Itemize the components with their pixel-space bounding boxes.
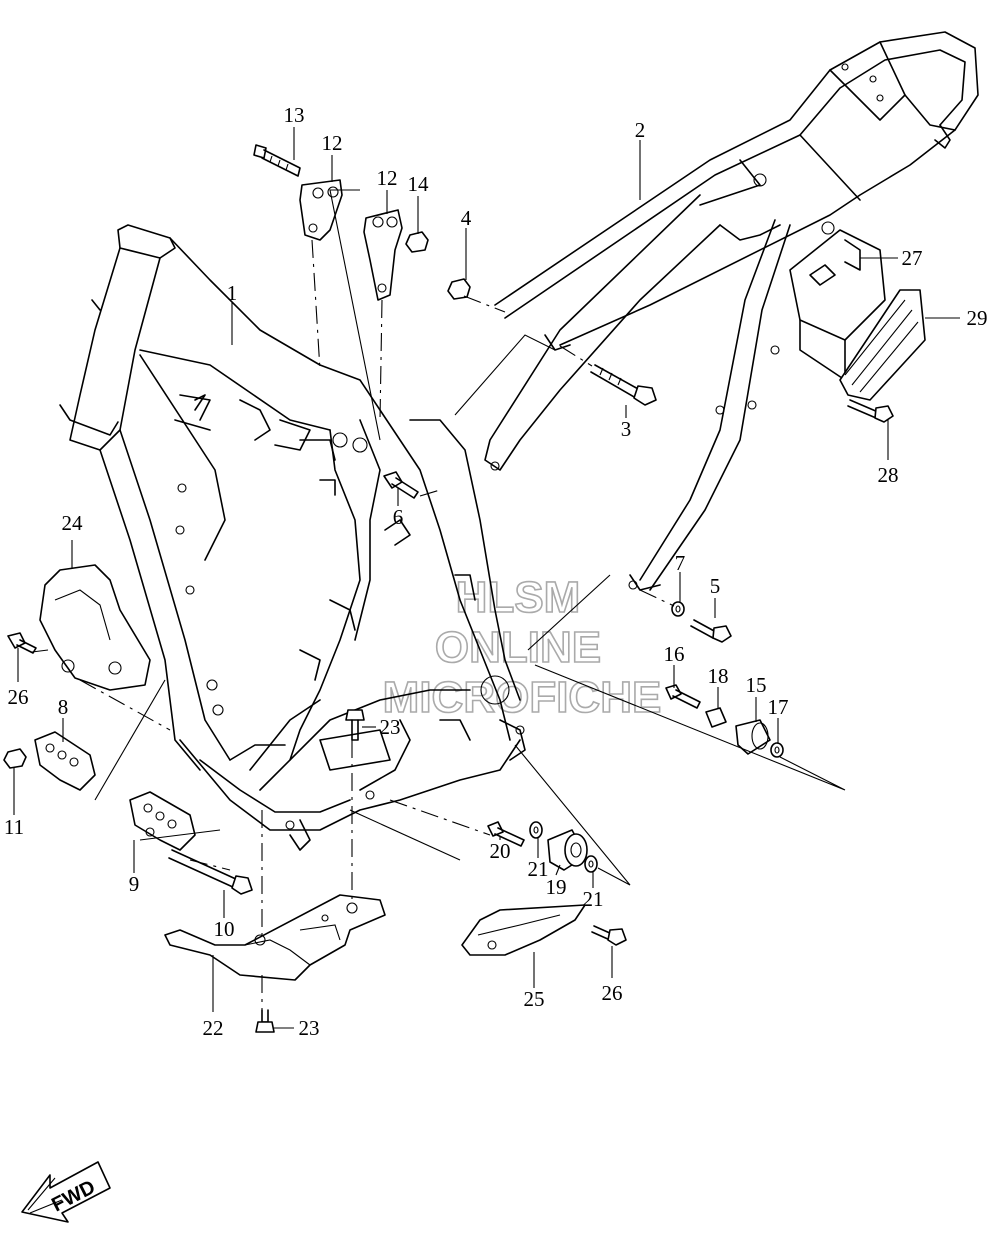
engine-hanger-plate-left[interactable]	[299, 179, 343, 241]
callout-12-left: 12	[322, 131, 343, 155]
callout-leaders	[13, 127, 960, 1029]
bolt-6[interactable]	[383, 471, 419, 499]
engine-mount-plate-8[interactable]	[34, 731, 96, 791]
collar-18[interactable]	[705, 707, 727, 728]
callout-27: 27	[902, 246, 923, 270]
washer-21-left[interactable]	[529, 821, 543, 839]
bolt-28[interactable]	[847, 399, 894, 423]
washer-21-right[interactable]	[584, 855, 598, 873]
bolt-23-upper[interactable]	[345, 709, 365, 741]
callout-5: 5	[710, 574, 721, 598]
callout-13: 13	[284, 103, 305, 127]
cdi-rubber-29[interactable]	[839, 289, 926, 401]
callout-labels: 1 2 3 4 5 6 7 8 9 10 11 12 12 13 14 15 1…	[4, 103, 988, 1040]
nut-11[interactable]	[3, 748, 27, 769]
callout-6: 6	[393, 505, 404, 529]
callout-1: 1	[227, 281, 238, 305]
fwd-badge: FWD	[21, 1161, 111, 1223]
callout-4: 4	[461, 206, 472, 230]
callout-12-right: 12	[377, 166, 398, 190]
callout-11: 11	[4, 815, 24, 839]
bolt-5[interactable]	[690, 619, 732, 643]
callout-23-lower: 23	[299, 1016, 320, 1040]
engine-mount-plate-9[interactable]	[129, 791, 196, 851]
callout-10: 10	[214, 917, 235, 941]
bolt-10[interactable]	[168, 849, 253, 895]
bolt-16[interactable]	[665, 684, 701, 709]
callout-22: 22	[203, 1016, 224, 1040]
washer-7[interactable]	[671, 601, 685, 617]
engine-hanger-plate-right[interactable]	[363, 209, 403, 301]
callout-9: 9	[129, 872, 140, 896]
callout-28: 28	[878, 463, 899, 487]
callout-14: 14	[408, 172, 430, 196]
callout-7: 7	[675, 551, 686, 575]
callout-24: 24	[62, 511, 84, 535]
callout-2: 2	[635, 118, 646, 142]
roller-19[interactable]	[547, 829, 588, 871]
callout-19: 19	[546, 875, 567, 899]
callout-23-upper: 23	[380, 715, 401, 739]
bolt-23-lower[interactable]	[255, 1009, 275, 1033]
cover-25[interactable]	[461, 904, 586, 956]
callout-21-right: 21	[583, 887, 604, 911]
watermark-line3: MICROFICHE	[383, 673, 662, 722]
callout-25: 25	[524, 987, 545, 1011]
bolt-26-left[interactable]	[7, 632, 37, 654]
rear-subframe[interactable]	[484, 31, 979, 591]
bolt-3[interactable]	[590, 364, 657, 406]
watermark-line2: ONLINE	[435, 623, 601, 672]
bolt-20[interactable]	[487, 821, 525, 847]
cover-24[interactable]	[39, 564, 151, 691]
callout-20: 20	[490, 839, 511, 863]
cushion-15[interactable]	[735, 719, 771, 755]
callout-16: 16	[664, 642, 685, 666]
callout-26-right: 26	[602, 981, 623, 1005]
callout-15: 15	[746, 673, 767, 697]
callout-18: 18	[708, 664, 729, 688]
callout-17: 17	[768, 695, 789, 719]
nut-14[interactable]	[405, 231, 429, 253]
callout-26-left: 26	[8, 685, 29, 709]
main-frame[interactable]	[59, 224, 526, 851]
watermark-line1: HLSM	[456, 573, 581, 622]
callout-29: 29	[967, 306, 988, 330]
bolt-26-right[interactable]	[591, 925, 627, 946]
skid-plate-22[interactable]	[164, 894, 386, 981]
assembly-lines	[31, 189, 846, 1010]
callout-3: 3	[621, 417, 632, 441]
bolt-13[interactable]	[253, 144, 301, 177]
callout-21-left: 21	[528, 857, 549, 881]
callout-8: 8	[58, 695, 69, 719]
washer-17[interactable]	[770, 742, 784, 758]
nut-4[interactable]	[447, 278, 471, 300]
